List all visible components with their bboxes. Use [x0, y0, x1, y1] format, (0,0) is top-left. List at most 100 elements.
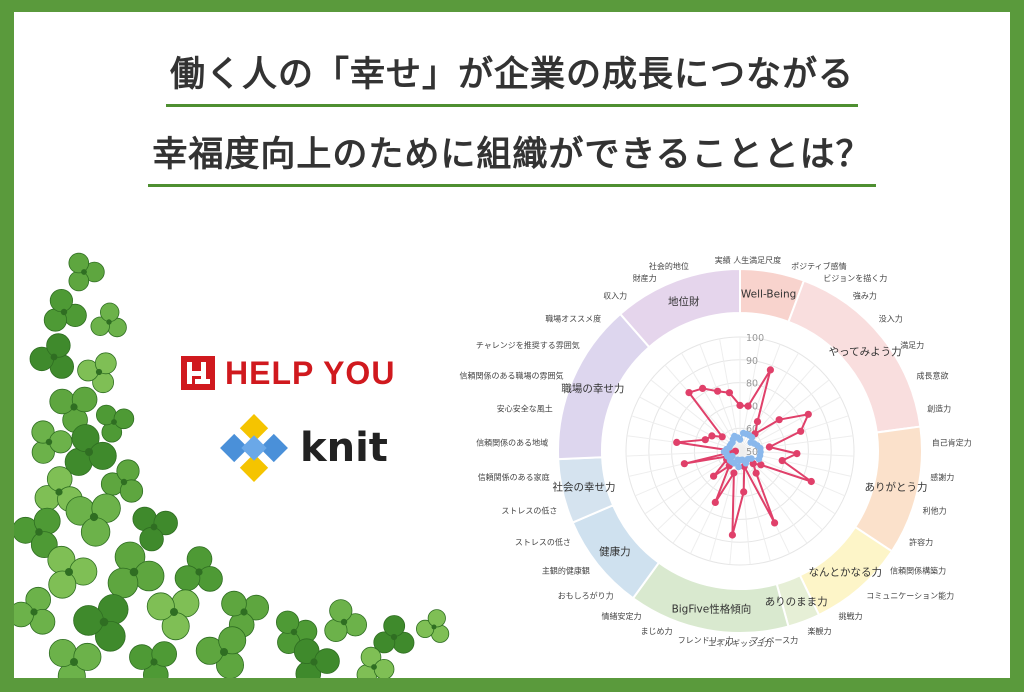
data-point — [807, 477, 815, 486]
clover-leaf-icon — [14, 586, 56, 635]
clover-leaf-icon — [195, 626, 247, 678]
clover-leaf-icon — [31, 420, 73, 464]
clover-leaf-icon — [47, 545, 98, 599]
category-label: 職場オススメ度 — [545, 313, 601, 323]
data-point — [804, 410, 812, 418]
clover-leaf-icon — [324, 599, 367, 643]
category-label: 財産力 — [633, 273, 657, 283]
clover-leaf-icon — [64, 424, 117, 476]
data-point — [766, 366, 775, 374]
category-label: 実績 — [715, 255, 731, 265]
group-label: 健康力 — [599, 545, 631, 558]
category-label: 自己肯定力 — [932, 437, 972, 447]
category-label: エネルギッシュ力 — [708, 638, 772, 648]
headline-text-2: 幸福度向上のために組織ができることとは？ — [148, 132, 876, 187]
clover-leaf-icon — [68, 252, 105, 292]
spoke — [681, 352, 741, 452]
data-point — [736, 401, 744, 409]
data-point — [778, 457, 786, 465]
category-label: 信頼関係のある職場の雰囲気 — [460, 371, 564, 381]
data-point — [699, 384, 707, 392]
group-label: Well-Being — [741, 289, 796, 301]
clover-leaf-icon — [293, 638, 340, 678]
group-label: やってみよう力 — [829, 345, 902, 358]
clover-leaf-icon — [73, 594, 129, 652]
category-label: 人生満足尺度 — [733, 255, 781, 265]
knit-wordmark: knit — [300, 425, 388, 471]
helpyou-logo: HELP YOU — [181, 353, 395, 393]
data-point — [710, 472, 718, 480]
category-label: おもしろがり力 — [558, 591, 614, 601]
clover-leaf-icon — [174, 546, 223, 592]
category-label: 主観的健康観 — [542, 566, 590, 576]
category-label: 創造力 — [927, 403, 951, 413]
category-label: 社会的地位 — [649, 261, 689, 271]
category-label: 感謝力 — [930, 472, 954, 482]
category-label: 成長意欲 — [917, 371, 949, 381]
r-tick-label: 70 — [746, 401, 758, 412]
category-label: コミュニケーション能力 — [866, 591, 954, 601]
data-point — [680, 460, 689, 468]
category-label: 収入力 — [603, 291, 627, 301]
headline-line-2: 幸福度向上のために組織ができることとは？ — [14, 132, 1010, 187]
clover-leaf-icon — [90, 302, 127, 338]
spoke — [739, 379, 830, 452]
data-point — [718, 433, 726, 441]
group-label: 地位財 — [668, 295, 700, 308]
clover-leaf-icon — [129, 641, 178, 678]
group-label: ありがとう力 — [865, 481, 928, 494]
clover-leaf-icon — [43, 288, 87, 332]
category-label: ポジティブ感情 — [791, 261, 847, 271]
category-label: フレンドリー力 — [678, 635, 734, 645]
group-label: 社会の幸せ力 — [553, 481, 616, 494]
r-tick-label: 90 — [746, 356, 758, 367]
spoke — [631, 415, 741, 452]
knit-logo: knit — [220, 414, 388, 482]
data-point — [734, 434, 741, 441]
r-tick-label: 80 — [746, 379, 758, 390]
category-label: 情緒安定力 — [602, 611, 642, 621]
clover-leaf-icon — [65, 493, 121, 547]
data-point — [753, 418, 762, 426]
clover-leaf-icon — [14, 507, 61, 558]
category-label: 安心安全な風土 — [497, 403, 553, 413]
spoke — [739, 450, 751, 565]
data-point — [757, 461, 765, 469]
data-point — [775, 416, 783, 424]
r-tick-label: 60 — [746, 424, 758, 435]
category-label: 信頼関係のある地域 — [476, 437, 548, 447]
group-label: BigFive性格傾向 — [672, 602, 752, 615]
data-point — [730, 469, 738, 477]
clover-leaf-icon — [415, 609, 450, 643]
headline-text-1: 働く人の「幸せ」が企業の成長につながる — [165, 52, 858, 107]
clover-leaf-icon — [275, 610, 318, 655]
category-label: 信頼関係のある家庭 — [478, 472, 550, 482]
headline-line-1: 働く人の「幸せ」が企業の成長につながる — [14, 52, 1010, 107]
spoke — [650, 379, 741, 452]
clover-leaf-icon — [49, 386, 98, 433]
clover-leaf-icon — [100, 459, 144, 503]
group-label: ありのまま力 — [765, 595, 828, 608]
category-label: ビジョンを描く力 — [823, 273, 887, 283]
data-point — [748, 434, 756, 441]
spoke — [639, 396, 741, 452]
category-label: 満足力 — [900, 340, 924, 350]
helpyou-wordmark: HELP YOU — [225, 354, 396, 391]
spoke — [664, 364, 741, 452]
clover-leaf-icon — [34, 466, 83, 512]
category-label: マイペース力 — [750, 635, 798, 645]
clover-leaf-icon — [132, 506, 178, 552]
r-tick-label: 50 — [746, 447, 758, 458]
data-point — [725, 389, 734, 397]
data-point — [765, 443, 774, 451]
data-point — [708, 432, 716, 440]
data-point — [755, 455, 763, 463]
data-point — [797, 427, 805, 435]
clover-leaf-icon — [29, 333, 75, 379]
category-label: ストレスの低さ — [515, 537, 571, 547]
data-point — [701, 436, 709, 444]
group-label: 職場の幸せ力 — [561, 382, 624, 395]
spoke — [635, 450, 741, 497]
knit-mark-icon — [220, 414, 288, 482]
r-tick-label: 100 — [746, 333, 764, 344]
